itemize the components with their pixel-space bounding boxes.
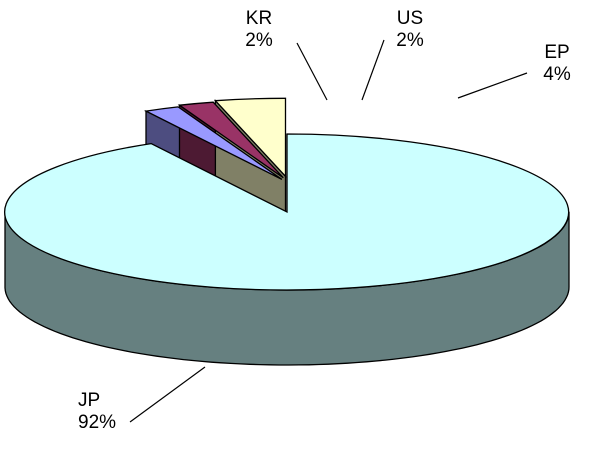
slice-us bbox=[177, 101, 284, 179]
slice-label-jp: JP bbox=[78, 390, 100, 411]
slice-kr bbox=[143, 106, 283, 181]
leader-line-kr bbox=[296, 42, 328, 101]
leader-line-jp bbox=[129, 366, 206, 423]
slice-jp bbox=[4, 133, 570, 291]
leader-lines bbox=[129, 39, 528, 423]
slice-ep bbox=[214, 97, 287, 178]
leader-line-us bbox=[361, 39, 385, 101]
slice-label-kr: KR bbox=[246, 8, 272, 29]
slice-value-us: 2% bbox=[396, 30, 424, 51]
slice-label-ep: EP bbox=[544, 42, 569, 63]
leader-line-ep bbox=[457, 72, 528, 99]
slice-value-jp: 92% bbox=[78, 412, 116, 433]
slice-tops bbox=[4, 97, 570, 291]
slice-value-ep: 4% bbox=[543, 64, 571, 85]
slice-label-us: US bbox=[397, 8, 423, 29]
slice-value-kr: 2% bbox=[245, 30, 273, 51]
